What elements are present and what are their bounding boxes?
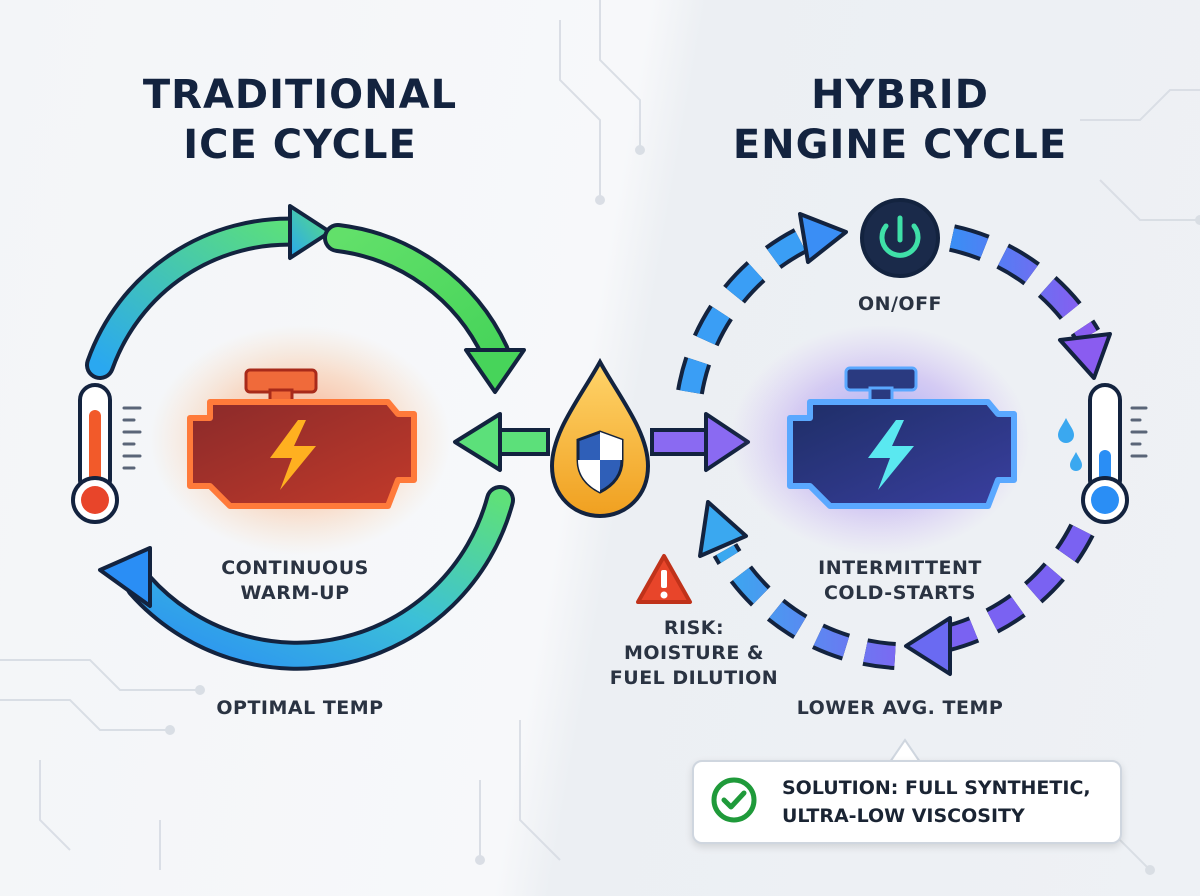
right-cycle-label-line2: COLD-STARTS	[823, 582, 976, 604]
left-cycle-label-line2: WARM-UP	[240, 582, 350, 604]
power-icon	[860, 198, 940, 278]
solution-line1: SOLUTION: FULL SYNTHETIC,	[782, 777, 1091, 799]
left-cycle-label-line1: CONTINUOUS	[221, 557, 369, 579]
left-title: TRADITIONAL ICE CYCLE	[110, 70, 490, 170]
left-cycle-label: CONTINUOUS WARM-UP	[180, 556, 410, 606]
left-temp-label-text: OPTIMAL TEMP	[216, 697, 384, 719]
solution-text: SOLUTION: FULL SYNTHETIC, ULTRA-LOW VISC…	[782, 774, 1112, 830]
engine-cool-icon	[730, 325, 1030, 555]
power-label-text: ON/OFF	[857, 293, 943, 315]
right-title-line1: HYBRID	[811, 72, 989, 118]
check-circle-icon	[711, 777, 757, 823]
left-arrow-from-drop	[453, 412, 550, 472]
thermometer-hot-icon	[71, 383, 142, 524]
right-cycle-arrows	[676, 212, 1112, 676]
solution-box: SOLUTION: FULL SYNTHETIC, ULTRA-LOW VISC…	[692, 760, 1122, 844]
left-cycle-arrows	[85, 204, 526, 671]
risk-line2: MOISTURE &	[624, 642, 764, 664]
water-drops-icon	[1058, 418, 1082, 471]
right-temp-label-text: LOWER AVG. TEMP	[796, 697, 1004, 719]
oil-drop-shield-icon	[549, 357, 651, 519]
right-cycle-label-line1: INTERMITTENT	[818, 557, 982, 579]
right-temp-label: LOWER AVG. TEMP	[770, 696, 1030, 721]
warning-triangle-icon	[636, 554, 692, 604]
engine-warm-icon	[150, 325, 450, 555]
right-title: HYBRID ENGINE CYCLE	[700, 70, 1100, 170]
solution-callout-pointer	[889, 738, 921, 763]
risk-line1: RISK:	[663, 617, 725, 639]
left-temp-label: OPTIMAL TEMP	[170, 696, 430, 721]
risk-line3: FUEL DILUTION	[609, 667, 779, 689]
left-title-line2: ICE CYCLE	[183, 122, 417, 168]
solution-line2: ULTRA-LOW VISCOSITY	[782, 805, 1025, 827]
left-title-line1: TRADITIONAL	[142, 72, 458, 118]
thermometer-cold-icon	[1081, 383, 1148, 524]
right-arrow-from-drop	[650, 412, 750, 472]
power-label: ON/OFF	[840, 292, 960, 317]
risk-label: RISK: MOISTURE & FUEL DILUTION	[594, 616, 794, 691]
right-cycle-label: INTERMITTENT COLD-STARTS	[780, 556, 1020, 606]
right-title-line2: ENGINE CYCLE	[732, 122, 1068, 168]
